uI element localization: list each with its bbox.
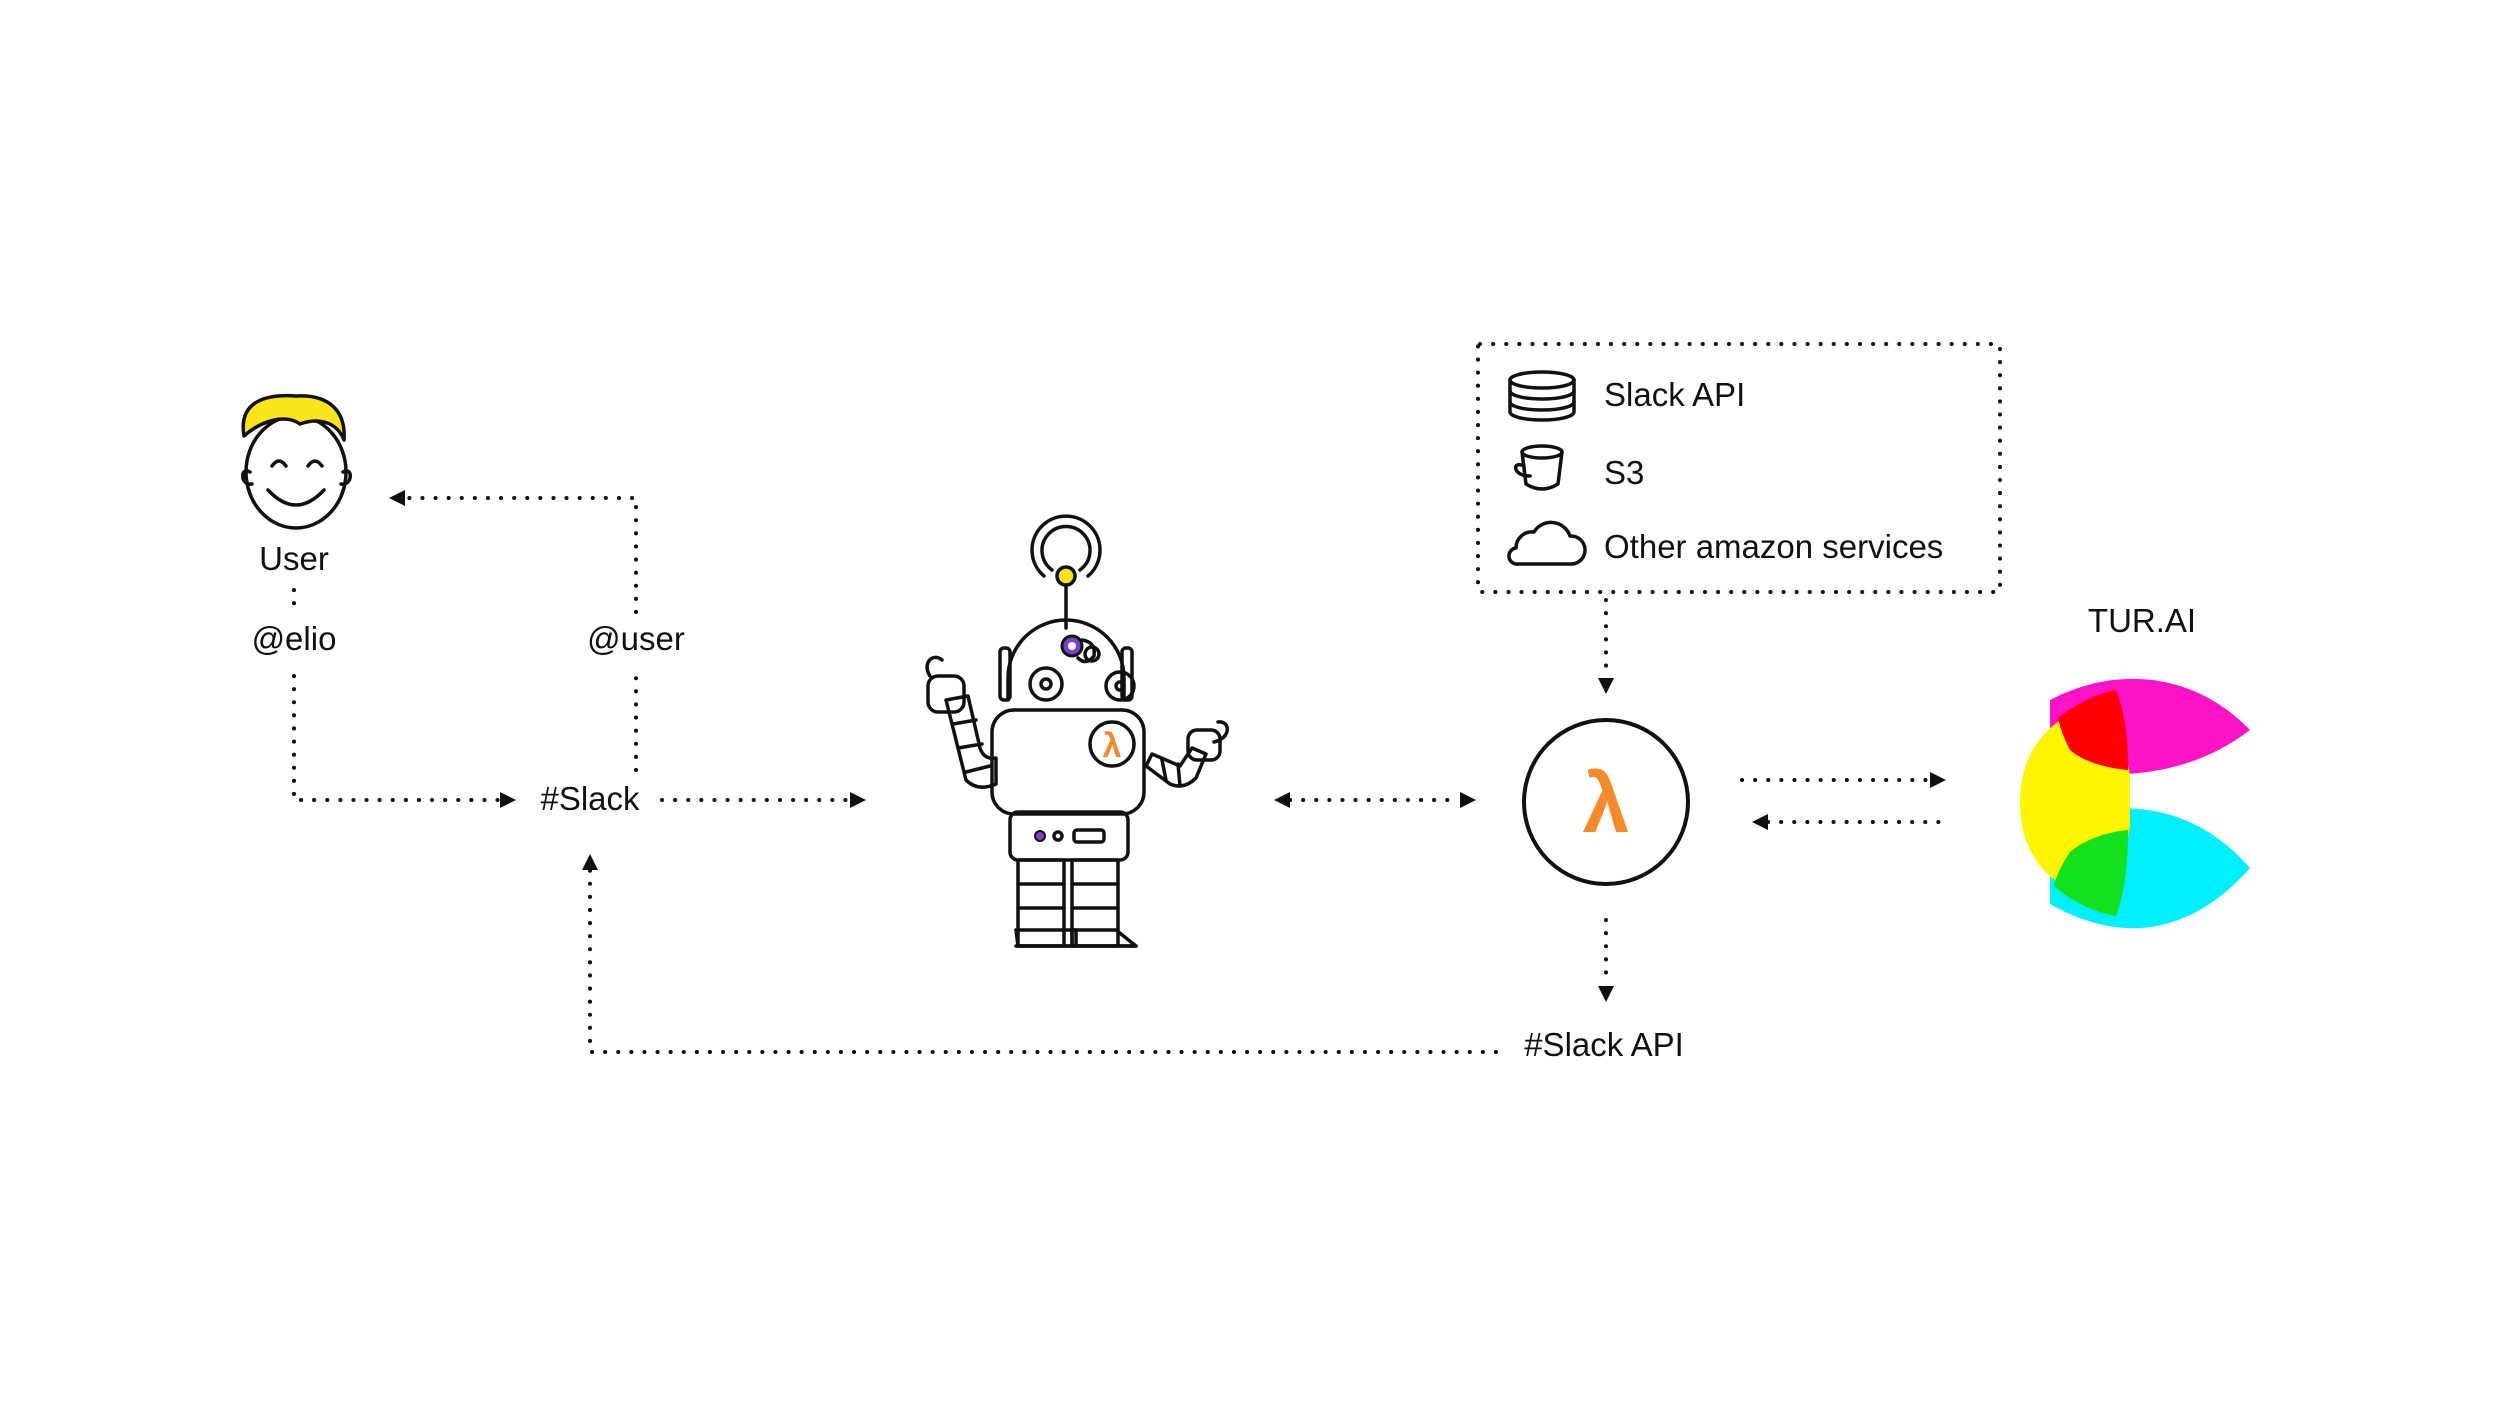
mention-bot-label: @elio — [252, 620, 337, 657]
connector-slackapi-to-slack — [588, 868, 1498, 1054]
service-label-s3: S3 — [1604, 454, 1644, 491]
slack-api-label: #Slack API — [1524, 1026, 1684, 1063]
cloud-icon — [1507, 520, 1587, 566]
connectors — [292, 490, 1948, 1054]
turai-logo — [2020, 678, 2250, 929]
arrowhead-left-lambda — [1752, 814, 1768, 830]
turai-label: TUR.AI — [2088, 602, 2196, 639]
arrowhead-left-robot — [1274, 792, 1290, 808]
robot-icon: λ — [925, 514, 1229, 948]
mention-user-label: @user — [587, 620, 685, 657]
arrowhead-left-user — [389, 490, 405, 506]
bucket-icon — [1514, 444, 1564, 491]
arrowhead-down-lambda — [1598, 678, 1614, 694]
arrowhead-right-slack — [500, 792, 516, 808]
service-label-slack-api: Slack API — [1604, 376, 1745, 413]
antenna-bulb — [1055, 565, 1077, 587]
lambda-node: λ — [1522, 718, 1690, 886]
connector-slack-to-user-upper — [403, 496, 638, 614]
turai-node: TUR.AI — [2020, 602, 2250, 929]
user-face-icon — [241, 393, 352, 530]
user-node: User @elio @user — [241, 393, 685, 657]
lambda-icon: λ — [1583, 756, 1630, 850]
arrowhead-right-lambda — [1460, 792, 1476, 808]
robot-lambda-badge: λ — [1103, 727, 1122, 765]
lambda-circle — [1522, 718, 1690, 886]
service-label-other: Other amazon services — [1604, 528, 1943, 565]
user-hair — [241, 393, 346, 442]
services-box: Slack API S3 Other amazon services — [1476, 342, 2002, 594]
arrowhead-right-turai — [1930, 772, 1946, 788]
arrowhead-up-slack — [582, 854, 598, 870]
database-icon — [1508, 370, 1576, 422]
arrowhead-down-slackapi — [1598, 986, 1614, 1002]
connector-user-to-slack — [292, 674, 502, 802]
user-label: User — [259, 540, 329, 577]
slack-channel-label: #Slack — [540, 780, 640, 817]
arrowhead-right-robot — [850, 792, 866, 808]
